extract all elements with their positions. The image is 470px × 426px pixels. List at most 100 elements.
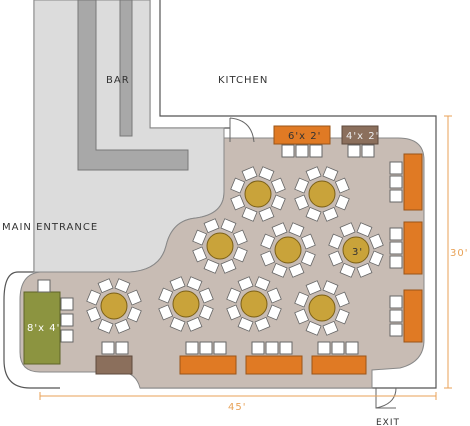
chair: [258, 166, 275, 182]
round-table-top: [244, 180, 272, 208]
chair: [328, 250, 344, 267]
chair: [169, 276, 186, 292]
side-tables-right: [389, 153, 423, 343]
chair: [260, 250, 276, 267]
chair: [334, 291, 350, 308]
table-8x4: [23, 279, 74, 365]
round-table-top: [342, 236, 370, 264]
round-table-top: [206, 232, 234, 260]
chair: [305, 280, 322, 296]
bar-inner: [119, 0, 133, 137]
round-table-top: [308, 180, 336, 208]
chair: [356, 222, 373, 238]
round-table: [260, 222, 316, 278]
chair: [232, 246, 248, 263]
chair: [241, 166, 258, 182]
chair: [237, 276, 254, 292]
round-table-top: [100, 292, 128, 320]
chair: [270, 177, 286, 194]
chair: [305, 206, 322, 222]
chair: [114, 278, 131, 294]
kitchen-label: KITCHEN: [218, 75, 268, 86]
chair: [232, 229, 248, 246]
chair: [305, 166, 322, 182]
chair: [294, 291, 310, 308]
round-table: [226, 276, 282, 332]
bar-label: BAR: [106, 75, 130, 86]
dimension-height: [444, 115, 452, 389]
chair: [220, 218, 237, 234]
chair: [356, 262, 373, 278]
main-entrance-label: MAIN ENTRANCE: [2, 222, 98, 233]
chair: [126, 289, 142, 306]
chair: [334, 308, 350, 325]
height-label: 30': [450, 248, 468, 259]
chair: [328, 233, 344, 250]
chair: [254, 276, 271, 292]
chair: [288, 262, 305, 278]
chair: [230, 194, 246, 211]
chair: [237, 316, 254, 332]
chair: [86, 289, 102, 306]
chair: [254, 316, 271, 332]
round-table-top: [308, 294, 336, 322]
chair: [97, 318, 114, 334]
table-4x2: [341, 125, 379, 158]
chair: [266, 287, 282, 304]
chair: [226, 287, 242, 304]
chair: [186, 316, 203, 332]
chair: [203, 218, 220, 234]
chair: [198, 287, 214, 304]
chair: [322, 280, 339, 296]
chair: [271, 222, 288, 238]
chair: [86, 306, 102, 323]
chair: [270, 194, 286, 211]
exit-door: [375, 387, 397, 409]
chair: [203, 258, 220, 274]
chair: [322, 166, 339, 182]
chair: [230, 177, 246, 194]
chair: [368, 250, 384, 267]
chair: [334, 177, 350, 194]
chair: [97, 278, 114, 294]
bar-counter: [77, 0, 189, 171]
chair: [334, 194, 350, 211]
round-table: [294, 166, 350, 222]
chair: [271, 262, 288, 278]
chair: [294, 177, 310, 194]
chair: [192, 229, 208, 246]
bottom-tables: [95, 341, 367, 375]
chair: [192, 246, 208, 263]
table-8x4-label: 8'x 4': [27, 323, 60, 334]
dimension-width: [39, 392, 437, 400]
chair: [294, 308, 310, 325]
round-table-label: 3': [352, 247, 363, 258]
round-table-top: [172, 290, 200, 318]
chair: [226, 304, 242, 321]
chair: [114, 318, 131, 334]
round-table: [230, 166, 286, 222]
table-4x2-label: 4'x 2': [346, 131, 379, 142]
round-table-top: [274, 236, 302, 264]
round-tables: [86, 166, 384, 336]
chair: [322, 320, 339, 336]
width-label: 45': [228, 402, 246, 413]
chair: [258, 206, 275, 222]
chair: [339, 222, 356, 238]
chair: [169, 316, 186, 332]
chair: [339, 262, 356, 278]
chair: [186, 276, 203, 292]
table-6x2: [273, 125, 331, 158]
round-table: [328, 222, 384, 278]
round-table: [294, 280, 350, 336]
chair: [300, 233, 316, 250]
chair: [260, 233, 276, 250]
chair: [288, 222, 305, 238]
round-table: [158, 276, 214, 332]
round-table: [192, 218, 248, 274]
round-table-top: [240, 290, 268, 318]
exit-label: EXIT: [376, 418, 400, 426]
chair: [368, 233, 384, 250]
chair: [241, 206, 258, 222]
